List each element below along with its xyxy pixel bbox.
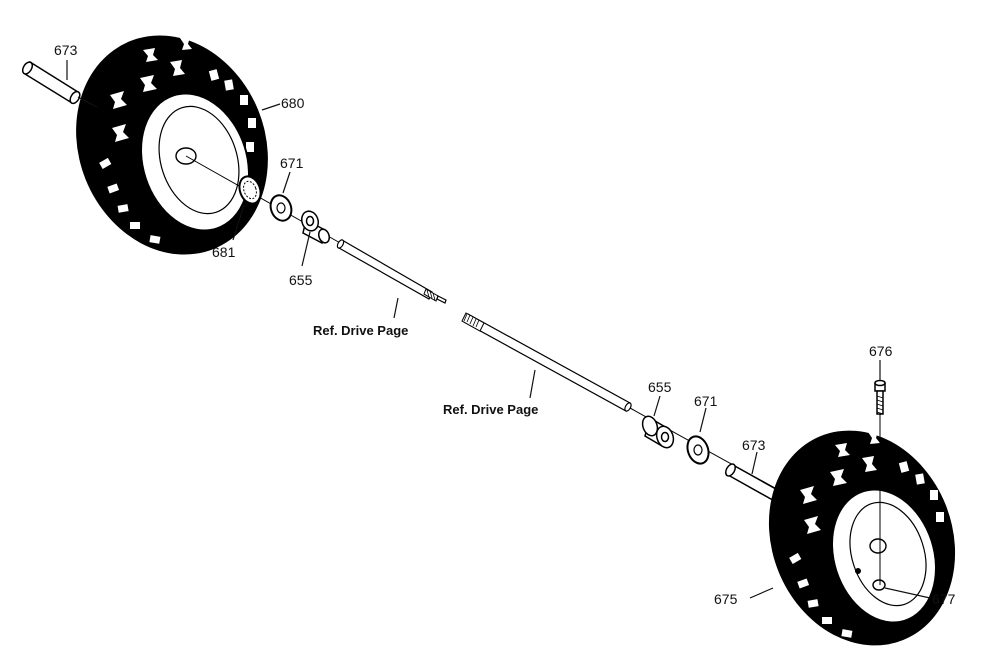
washer-671-bottom [686, 435, 710, 465]
callout-655-top: 655 [289, 272, 313, 288]
callout-671-top: 671 [280, 155, 304, 171]
callout-673-bottom: 673 [742, 437, 766, 453]
right-rim [831, 488, 937, 624]
lock-ring-681 [238, 175, 262, 205]
bushing-655-top [300, 210, 331, 245]
callout-676: 676 [869, 343, 893, 359]
left-wheel [76, 35, 268, 255]
callout-681: 681 [212, 244, 236, 260]
callout-671-bottom: 671 [694, 393, 718, 409]
ref-drive-page-bottom: Ref. Drive Page [443, 402, 538, 417]
washer-671-top [269, 194, 293, 222]
spacer-673-top [21, 60, 98, 108]
right-wheel [768, 430, 956, 646]
ref-drive-page-top: Ref. Drive Page [313, 323, 408, 338]
callout-677: 677 [932, 591, 956, 607]
bushing-655-bottom [641, 415, 675, 449]
leader-lines [66, 60, 931, 599]
callout-675: 675 [714, 591, 738, 607]
axle-bottom [461, 312, 632, 412]
callout-673-top: 673 [54, 42, 78, 58]
left-rim [140, 92, 250, 232]
callout-655-bottom: 655 [648, 379, 672, 395]
bolt-676 [874, 379, 886, 585]
callout-680: 680 [281, 95, 305, 111]
axle-top [336, 239, 447, 304]
